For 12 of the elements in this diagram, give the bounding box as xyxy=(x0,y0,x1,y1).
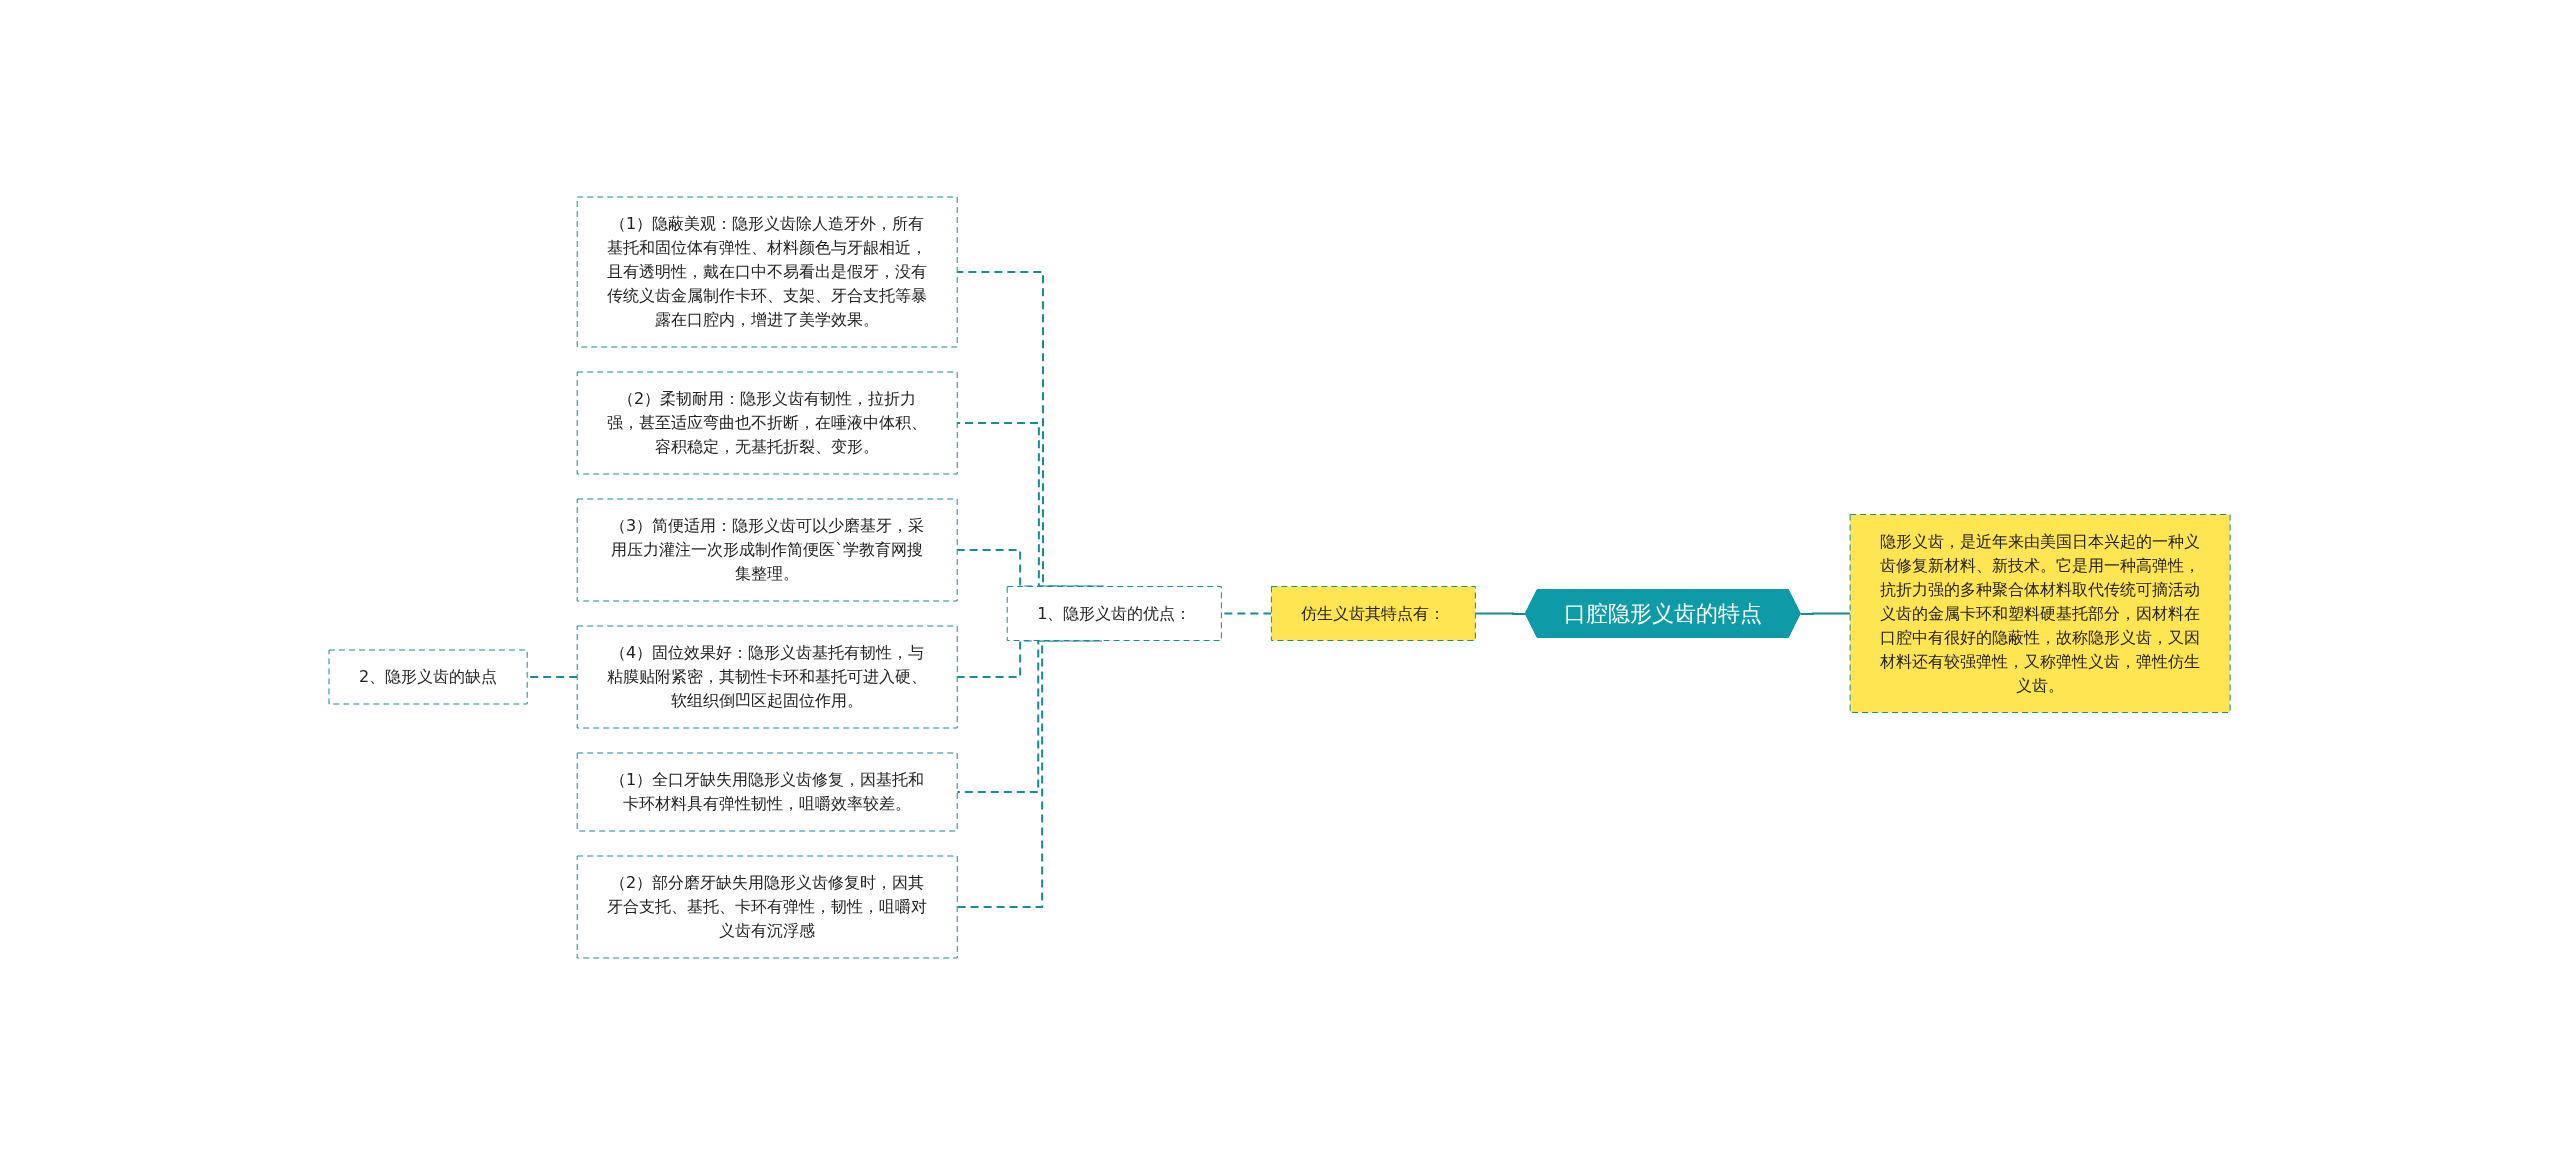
connector xyxy=(1474,612,1528,615)
node-box: 1、隐形义齿的优点： xyxy=(1007,585,1223,641)
node-box: （2）柔韧耐用：隐形义齿有韧性，拉折力强，甚至适应弯曲也不折断，在唾液中体积、容积稳定，无基托折裂、变形。 xyxy=(577,371,959,474)
node-box: （1）隐蔽美观：隐形义齿除人造牙外，所有基托和固位体有弹性、材料颜色与牙龈相近，且有透明性，戴在口中不易看出是假牙，没有传统义齿金属制作卡环、支架、牙合支托等暴露在口腔内，增进了美学效果。 xyxy=(577,196,959,347)
connector xyxy=(1800,612,1852,615)
node-box: 隐形义齿，是近年来由美国日本兴起的一种义齿修复新材料、新技术。它是用一种高弹性，抗折力强的多种聚合体材料取代传统可摘活动义齿的金属卡环和塑料硬基托部分，因材料在口腔中有很好的隐蔽性，故称隐形义齿，又因材料还有较强弹性，又称弹性义齿，弹性仿生义齿。 xyxy=(1850,513,2232,713)
node-box: （2）部分磨牙缺失用隐形义齿修复时，因其牙合支托、基托、卡环有弹性，韧性，咀嚼对义齿有沉浮感 xyxy=(577,855,959,958)
node-box: （1）全口牙缺失用隐形义齿修复，因基托和卡环材料具有弹性韧性，咀嚼效率较差。 xyxy=(577,752,959,831)
node-box: （3）简便适用：隐形义齿可以少磨基牙，采用压力灌注一次形成制作简便医`学教育网搜集整理。 xyxy=(577,498,959,601)
node-box: 仿生义齿其特点有： xyxy=(1271,585,1477,641)
node-box: （4）固位效果好：隐形义齿基托有韧性，与粘膜贴附紧密，其韧性卡环和基托可进入硬、软组织倒凹区起固位作用。 xyxy=(577,625,959,728)
node-box: 2、隐形义齿的缺点 xyxy=(328,649,529,704)
